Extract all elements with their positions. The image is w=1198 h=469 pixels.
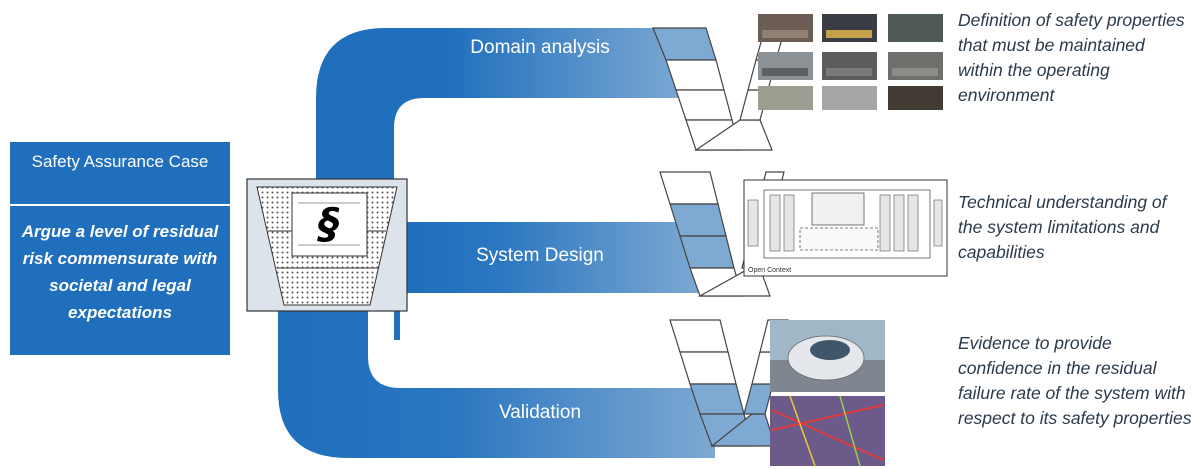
stage-description-system-design: Technical understanding of the system li… [958, 192, 1167, 262]
v-model-bottom [669, 319, 789, 447]
stage-label-domain-analysis: Domain analysis [470, 37, 610, 58]
driving-scene-thumbnails [758, 14, 943, 110]
safety-assurance-case-box: Safety Assurance Case Argue a level of r… [10, 142, 230, 355]
safety-case-divider [10, 204, 230, 206]
stage-label-verification-validation: Verification and Validation [475, 372, 605, 423]
pipe-bottom [278, 300, 715, 458]
section-symbol: § [318, 199, 340, 248]
pipe-middle [405, 222, 705, 293]
safety-case-title: Safety Assurance Case [31, 152, 209, 171]
vehicle-and-simulation-images [770, 320, 885, 467]
pipe-top [316, 28, 690, 185]
safety-case-subtitle: Argue a level of residual risk commensur… [21, 222, 219, 322]
system-architecture-diagram: Open Context [743, 179, 948, 277]
stage-description-verification-validation: Evidence to provide confidence in the re… [958, 333, 1192, 428]
open-context-caption: Open Context [748, 267, 791, 274]
stage-label-system-design: System Design [476, 245, 604, 266]
legal-document-icon [246, 178, 408, 312]
stage-description-domain-analysis: Definition of safety properties that mus… [958, 10, 1185, 105]
